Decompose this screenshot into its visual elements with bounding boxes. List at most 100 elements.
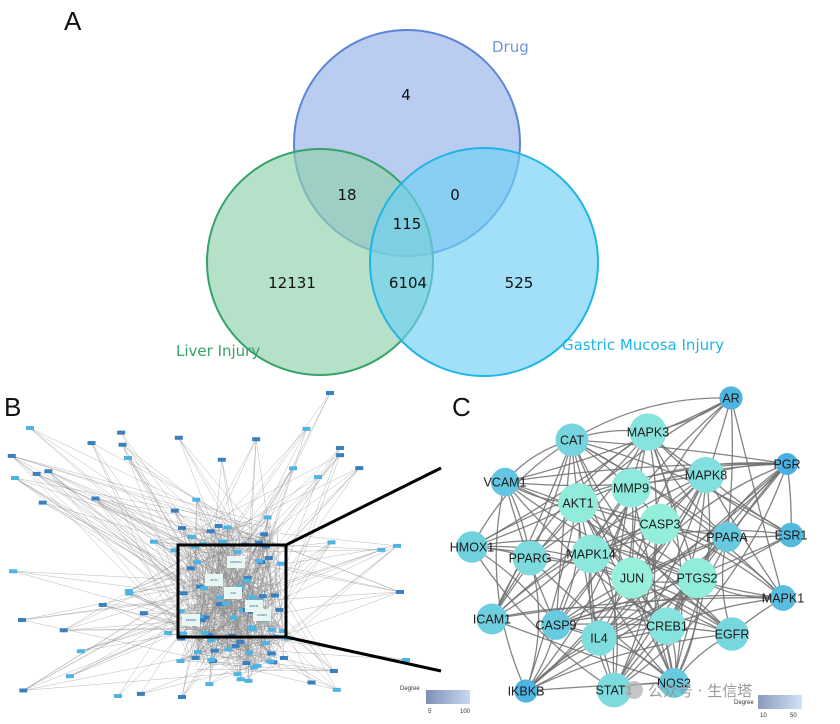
- network-b-edge: [230, 561, 241, 680]
- network-b-node: [7, 453, 16, 458]
- network-c-node-circle: [687, 456, 725, 494]
- network-c-edge: [529, 431, 649, 559]
- network-b-edge: [207, 545, 398, 634]
- network-b-edge: [95, 498, 208, 522]
- network-b-edge: [196, 653, 334, 672]
- venn-value-drug-only: 4: [401, 86, 411, 104]
- network-b-node: [195, 584, 204, 589]
- network-c-node-circle: [712, 522, 742, 552]
- network-b-node: [176, 609, 185, 614]
- network-b-node: [91, 496, 100, 501]
- network-b-node: [201, 615, 210, 620]
- network-b-edge: [255, 545, 398, 658]
- network-c-node-label: CASP3: [640, 518, 681, 532]
- network-b-node: [19, 688, 28, 693]
- network-b-node: [261, 641, 270, 646]
- network-b-edge: [204, 651, 247, 664]
- network-b-node: [396, 589, 404, 594]
- network-b-zoom-node-box: [227, 556, 245, 568]
- network-c-node: MMP9: [611, 468, 651, 508]
- network-c-node-circle: [770, 585, 796, 611]
- venn-value-all-three: 115: [393, 215, 422, 233]
- network-b-node: [26, 426, 34, 430]
- network-c-node: MAPK14: [566, 534, 616, 574]
- network-c-edge: [571, 439, 788, 465]
- network-b-edge: [239, 563, 280, 611]
- network-b-edge: [13, 571, 199, 624]
- network-c-node: MAPK3: [627, 413, 669, 451]
- network-c-node-circle: [715, 617, 749, 651]
- network-c-edge: [613, 397, 732, 691]
- network-b-zoom-node-box: [182, 614, 200, 626]
- network-c-node-label: JUN: [620, 572, 644, 586]
- network-b-zoom-node-box: [253, 609, 271, 621]
- network-b-edge: [195, 609, 260, 659]
- network-b-node: [215, 595, 224, 600]
- network-b-edge: [188, 529, 199, 653]
- network-c-node-label: MAPK8: [685, 469, 727, 483]
- network-c-edge: [471, 546, 733, 635]
- network-c-edge: [577, 502, 784, 599]
- network-b-edge: [11, 455, 257, 593]
- network-c-edge: [577, 462, 788, 504]
- network-b-node: [187, 535, 196, 540]
- network-c-node-label: CASP9: [536, 619, 577, 633]
- network-b-edge: [255, 439, 282, 620]
- network-b-edge: [117, 546, 220, 697]
- network-b-edge: [245, 571, 276, 596]
- network-c-node: PPARA: [706, 522, 748, 552]
- network-b-zoom-node-label: JUN: [230, 591, 236, 595]
- network-b-node: [170, 508, 179, 513]
- network-b-edge: [182, 527, 271, 542]
- network-b-edge: [215, 549, 382, 610]
- network-c-edge: [491, 618, 675, 684]
- network-b-node: [267, 627, 276, 632]
- network-c-node: PPARG: [509, 540, 551, 576]
- venn-value-gastric-only: 525: [505, 274, 534, 292]
- network-b-edge: [195, 668, 334, 672]
- network-b-node: [221, 601, 230, 606]
- network-b-edge: [11, 455, 266, 524]
- network-c-node-circle: [476, 603, 508, 635]
- network-b-node: [204, 632, 213, 637]
- network-b-node: [124, 456, 132, 460]
- network-c-node-label: ESR1: [775, 529, 808, 543]
- network-b-edge: [197, 549, 382, 554]
- network-b-edge: [199, 527, 235, 617]
- network-c-edge: [555, 623, 733, 635]
- network-c-edge: [577, 502, 618, 691]
- network-c-node: AKT1: [558, 483, 598, 523]
- network-b-edge: [36, 473, 189, 572]
- network-c-edge: [525, 487, 632, 692]
- network-c-edge: [555, 624, 675, 684]
- network-c-node-label: MAPK3: [627, 426, 669, 440]
- network-b-edge: [122, 444, 261, 576]
- network-b-node: [279, 655, 288, 660]
- network-b-node: [236, 677, 245, 682]
- network-c-node: EGFR: [715, 617, 749, 651]
- network-c-node-circle: [778, 522, 804, 548]
- network-c-node: CREB1: [646, 607, 688, 645]
- network-b-edge: [91, 442, 257, 532]
- network-b-zoom-node-box: [205, 574, 223, 586]
- network-b-edge: [69, 561, 275, 677]
- network-b-edge: [246, 647, 255, 664]
- network-c-edge: [525, 502, 579, 692]
- colorbar-b-title: Degree: [400, 686, 420, 692]
- network-b-edge: [208, 663, 334, 672]
- colorbar-b-min: 5: [428, 709, 432, 715]
- network-c-node-label: PPARA: [706, 531, 748, 545]
- colorbar-c-max: 50: [790, 713, 797, 719]
- network-b-edge: [178, 437, 236, 537]
- zoom-box: [176, 543, 288, 639]
- network-b-node: [332, 687, 341, 692]
- network-c-edge: [491, 597, 784, 620]
- wechat-icon: [625, 681, 643, 699]
- network-c-node: MAPK1: [762, 585, 804, 611]
- network-c-node-circle: [514, 679, 538, 703]
- network-c-node-label: HMOX1: [450, 541, 495, 555]
- network-b-node: [44, 469, 53, 474]
- network-b-node: [117, 430, 126, 435]
- network-b-node: [245, 650, 254, 655]
- venn-value-liver-gastric: 6104: [389, 274, 427, 292]
